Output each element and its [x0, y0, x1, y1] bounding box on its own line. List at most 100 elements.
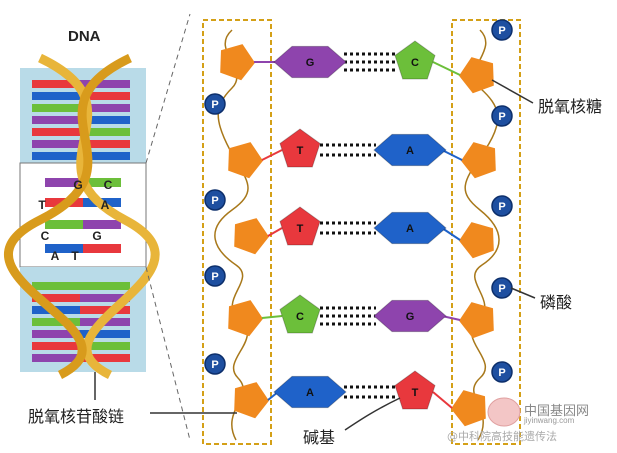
helix-backbone-2: [4, 53, 132, 380]
glycosidic-bond: [432, 61, 461, 76]
base-pointer-line: [344, 397, 401, 431]
base-letter: G: [406, 311, 415, 323]
helix-rung: [32, 152, 80, 160]
deoxyribose-sugar: [461, 142, 496, 179]
nitrogenous-base: [373, 133, 447, 167]
helix-rung: [32, 92, 80, 100]
nitrogenous-base: [373, 299, 447, 333]
helix-rung: [32, 354, 80, 362]
base-letter: T: [297, 145, 304, 157]
inset-base-letter: A: [51, 249, 60, 263]
phosphate-group: [204, 189, 226, 211]
helix-rung: [32, 294, 80, 302]
nucleotide-chain-label: 脱氧核苷酸链: [28, 407, 125, 426]
inset-base-letter: C: [41, 229, 50, 243]
deoxyribose-label: 脱氧核糖: [538, 97, 603, 116]
deoxyribose-sugar: [451, 390, 486, 427]
phosphate-group: [204, 93, 226, 115]
nitrogenous-base: [373, 211, 447, 245]
helix-rung: [32, 330, 80, 338]
helix-rung: [32, 282, 80, 290]
helix-rung: [80, 80, 130, 88]
left-backbone-strand: [214, 29, 249, 441]
base-letter: G: [306, 57, 315, 69]
helix-rung: [32, 318, 80, 326]
phosphate-symbol: P: [498, 25, 505, 37]
glycosidic-bond: [261, 149, 283, 161]
inset-base-letter: T: [71, 249, 79, 263]
helix-zoom-rung: [45, 178, 83, 187]
deoxyribose-sugar: [459, 302, 494, 339]
helix-rung: [32, 104, 80, 112]
base-letter: C: [411, 57, 419, 69]
nitrogenous-base: [279, 128, 321, 168]
watermark-brand: 中国基因网: [524, 404, 590, 419]
helix-rung: [32, 116, 80, 124]
nitrogenous-base: [279, 206, 321, 246]
helix-rung: [80, 116, 130, 124]
helix-rung: [80, 92, 130, 100]
glycosidic-bond: [267, 227, 283, 237]
watermark-logo-icon: [487, 397, 521, 427]
phosphate-group: [491, 195, 513, 217]
watermark-site: jiyinwang.com: [524, 416, 575, 425]
helix-rung: [32, 80, 80, 88]
deoxyribose-sugar: [220, 44, 255, 81]
nitrogenous-base: [273, 45, 347, 79]
deoxyribose-sugar: [234, 218, 269, 255]
base-letter: A: [406, 223, 414, 235]
phosphate-pointer-line: [510, 287, 536, 299]
helix-rung: [80, 104, 130, 112]
helix-rung: [32, 342, 80, 350]
phosphate-symbol: P: [498, 367, 505, 379]
deoxyribose-sugar: [234, 382, 269, 419]
right-backbone-strand: [464, 29, 500, 441]
watermark-author: @中科院高技能遗传法: [447, 430, 557, 443]
base-letter: C: [296, 311, 304, 323]
base-label: 碱基: [303, 428, 336, 447]
helix-rung: [80, 306, 130, 314]
helix-rung: [80, 342, 130, 350]
glycosidic-bond: [432, 391, 453, 409]
phosphate-group: [491, 361, 513, 383]
nitrogenous-base: [279, 294, 321, 334]
deoxyribose-sugar: [228, 300, 263, 337]
helix-rung: [80, 282, 130, 290]
phosphate-group: [491, 19, 513, 41]
helix-zoom-rung: [83, 244, 121, 253]
phosphate-symbol: P: [498, 201, 505, 213]
phosphate-symbol: P: [211, 359, 218, 371]
helix-rung: [80, 140, 130, 148]
left-backbone-box: [202, 19, 272, 445]
phosphate-symbol: P: [211, 99, 218, 111]
helix-zoom-rung: [45, 220, 83, 229]
phosphate-symbol: P: [211, 271, 218, 283]
helix-rung: [80, 294, 130, 302]
phosphate-symbol: P: [498, 283, 505, 295]
helix-backbone-1: [38, 53, 160, 380]
deoxyribose-sugar: [459, 57, 494, 94]
phosphate-symbol: P: [211, 195, 218, 207]
helix-rung: [32, 128, 80, 136]
phosphate-group: [204, 353, 226, 375]
base-letter: T: [412, 387, 419, 399]
helix-zoom-rung: [45, 244, 83, 253]
nitrogenous-base: [394, 370, 436, 410]
inset-base-letter: A: [101, 198, 110, 212]
inset-base-letter: G: [73, 178, 82, 192]
right-backbone-box: [451, 19, 521, 445]
glycosidic-bond: [441, 149, 463, 161]
phosphate-label: 磷酸: [540, 293, 573, 312]
deoxyribose-sugar: [228, 142, 263, 179]
zoom-line-bottom: [145, 266, 191, 441]
base-letter: A: [306, 387, 314, 399]
phosphate-symbol: P: [498, 111, 505, 123]
sugar-pointer-line: [491, 79, 534, 104]
helix-rung: [80, 128, 130, 136]
zoom-line-top: [145, 13, 191, 164]
watermark-logo: [487, 397, 521, 427]
inset-base-letter: T: [38, 198, 46, 212]
deoxyribose-sugar: [459, 222, 494, 259]
